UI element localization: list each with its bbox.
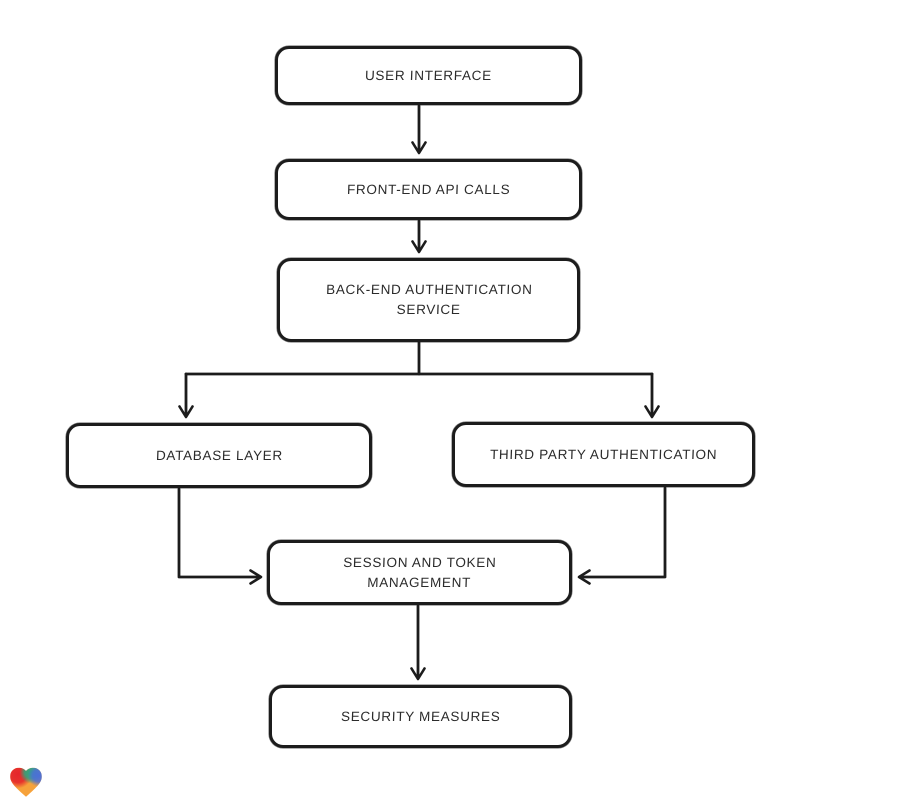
node-user-interface-label: USER INTERFACE (364, 67, 493, 83)
node-third-party-authentication-label: THIRD PARTY AUTHENTICATION (489, 446, 718, 462)
node-security-measures: SECURITY MEASURES (269, 685, 572, 748)
node-back-end-authentication-service-label: BACK-END AUTHENTICATION SERVICE (325, 282, 533, 317)
node-session-and-token-management-label: SESSION AND TOKEN MANAGEMENT (342, 554, 497, 590)
node-third-party-authentication: THIRD PARTY AUTHENTICATION (452, 422, 755, 487)
node-database-layer: DATABASE LAYER (66, 423, 372, 488)
node-session-and-token-management: SESSION AND TOKEN MANAGEMENT (267, 540, 572, 605)
node-back-end-authentication-service: BACK-END AUTHENTICATION SERVICE (277, 258, 580, 342)
node-front-end-api-calls: FRONT-END API CALLS (275, 159, 582, 220)
node-front-end-api-calls-label: FRONT-END API CALLS (346, 181, 511, 197)
node-database-layer-label: DATABASE LAYER (155, 447, 283, 463)
heart-logo-icon (10, 767, 42, 797)
node-user-interface: USER INTERFACE (275, 46, 582, 105)
edge-database-to-session (177, 487, 263, 585)
edge-thirdparty-to-session (577, 486, 667, 585)
node-security-measures-label: SECURITY MEASURES (340, 708, 501, 724)
